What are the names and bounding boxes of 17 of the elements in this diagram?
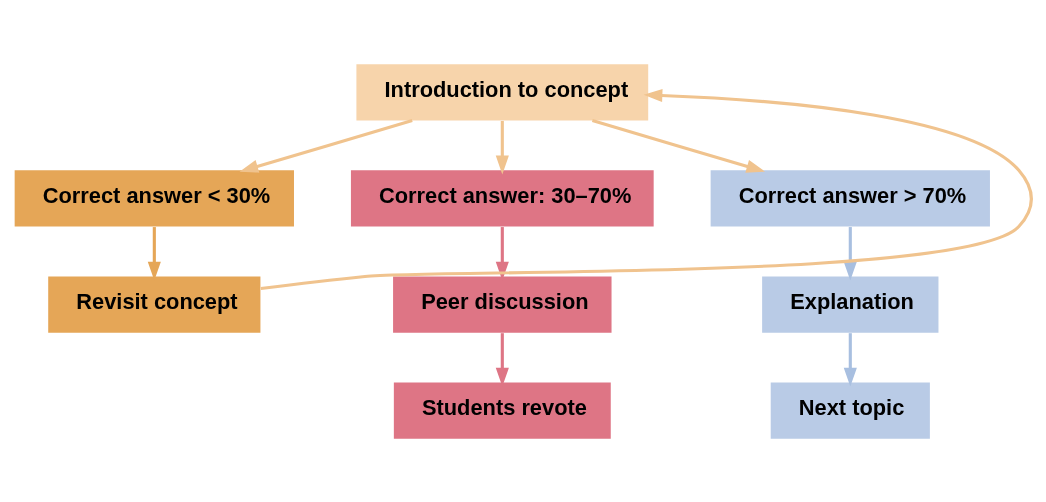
node-box: Correct answer < 30%: [14, 169, 294, 227]
arrow: [147, 226, 161, 280]
arrow: [260, 88, 1033, 290]
node-box: Introduction to concept: [356, 63, 649, 120]
arrow: [239, 118, 413, 173]
node-box: Peer discussion: [393, 275, 612, 333]
arrow: [843, 226, 857, 280]
arrow: [843, 332, 857, 387]
node-box: Students revote: [393, 382, 611, 439]
node-box: Next topic: [770, 382, 930, 439]
node-box: Correct answer > 70%: [710, 169, 990, 227]
arrow: [591, 118, 766, 173]
arrow: [495, 120, 509, 174]
node-box: Correct answer: 30–70%: [350, 169, 654, 227]
arrow: [495, 226, 509, 280]
node-box: Revisit concept: [48, 275, 261, 333]
node-box: Explanation: [762, 275, 939, 333]
